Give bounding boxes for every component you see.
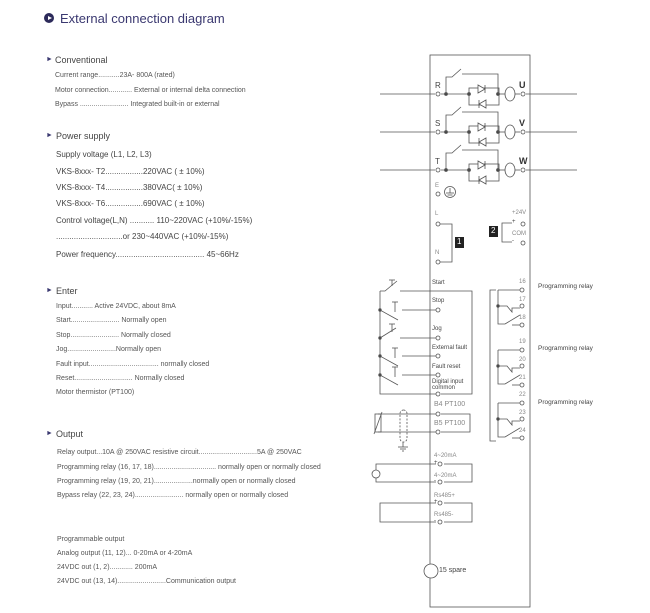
relay-label: Programming relay [538, 283, 593, 290]
spec-line: Bypass ......................... Integra… [55, 101, 220, 108]
terminal-label-out: U [519, 80, 526, 90]
relay-terminal-label: 18 [519, 315, 526, 321]
spec-line: Jog.........................Normally ope… [56, 346, 162, 353]
spec-line: Motor thermistor (PT100) [56, 389, 135, 396]
thermistor-icon [374, 413, 382, 433]
spec-line: Programming relay (16, 17, 18)..........… [57, 464, 321, 471]
relay-terminal-label: 23 [519, 410, 526, 416]
pt100-circuit [373, 409, 471, 452]
spare-terminal [423, 563, 439, 579]
arrow-bullet-icon: ► [46, 430, 53, 437]
relay-label: Programming relay [538, 345, 593, 352]
terminal-label: E [435, 183, 440, 189]
arrow-bullet-icon: ► [46, 287, 53, 294]
phase-t [380, 144, 577, 185]
terminal-label-out: W [519, 156, 528, 166]
spec-line: VKS-8xxx- T4.................380VAC( ± 1… [56, 183, 203, 192]
spec-line: Control voltage(L,N) ........... 110~220… [56, 216, 253, 225]
terminal-label-in: T [435, 157, 440, 166]
badge-1: 1 [457, 237, 462, 246]
terminal-label-in: R [435, 81, 441, 90]
spec-line: ..............................or 230~440… [56, 232, 229, 241]
spec-line: VKS-8xxx- T6.................690VAC ( ± … [56, 199, 205, 208]
relay-terminal-label: 16 [519, 279, 526, 285]
rs485-circuit [379, 500, 473, 525]
spec-line: Supply voltage (L1, L2, L3) [56, 150, 152, 159]
analog-label: 4~20mA [434, 473, 457, 479]
spec-line: Input........... Active 24VDC, about 8mA [56, 303, 176, 310]
input-label: common [432, 385, 456, 391]
terminal-label: - [434, 518, 436, 524]
spec-line: Reset.............................. Norm… [56, 375, 185, 382]
starter-box [429, 54, 531, 608]
spec-line: Start......................... Normally … [56, 317, 167, 324]
terminal-label-in: S [435, 119, 441, 128]
input-label: Fault reset [432, 364, 461, 370]
spec-line: Programmable output [57, 536, 125, 543]
arrow-bullet-icon: ► [46, 56, 53, 63]
relay-terminal-label: 21 [519, 375, 526, 381]
relay-terminal-label: 20 [519, 357, 526, 363]
spec-line: Relay output...10A @ 250VAC resistive ci… [57, 449, 302, 456]
rs485-label: Rs485+ [434, 493, 455, 499]
control-circuit [435, 186, 526, 265]
input-circuit [378, 279, 473, 397]
rs485-label: Rs485- [434, 512, 454, 518]
terminal-label: N [435, 250, 440, 256]
terminal-label: - [512, 238, 514, 244]
terminal-label: + [434, 460, 438, 466]
analog-label: 4~20mA [434, 453, 457, 459]
terminal-label: L [435, 211, 439, 217]
play-bullet-icon [44, 13, 54, 23]
spec-line: Motor connection............ External or… [55, 87, 246, 94]
terminal-label: - [434, 478, 436, 484]
input-label: Jog [432, 326, 442, 332]
section-conventional: Conventional [55, 55, 108, 65]
spec-line: Programming relay (19, 20, 21)..........… [57, 478, 296, 485]
pt100-label: B4 PT100 [434, 401, 466, 408]
power-circuit [380, 68, 577, 185]
badge-2: 2 [491, 226, 496, 235]
spare-label: 15 spare [439, 567, 467, 574]
spec-line: Current range...........23A- 800A (rated… [55, 72, 175, 79]
relay-terminal-label: 19 [519, 339, 526, 345]
terminal-label: COM [512, 231, 526, 237]
relay-label: Programming relay [538, 399, 593, 406]
spec-line: Analog output (11, 12)... 0-20mA or 4-20… [57, 550, 193, 557]
spec-line: VKS-8xxx- T2.................220VAC ( ± … [56, 167, 205, 176]
terminal-label-out: V [519, 118, 526, 128]
phase-s [380, 106, 577, 147]
spec-line: Stop......................... Normally c… [56, 332, 171, 339]
relay-terminal-label: 24 [519, 428, 526, 434]
input-label: Digital input [432, 379, 464, 385]
section-output: Output [56, 429, 84, 439]
input-label: Stop [432, 298, 445, 304]
relay-terminal-label: 22 [519, 392, 526, 398]
shield-icon [399, 409, 408, 443]
input-label: External fault [432, 345, 468, 351]
arrow-bullet-icon: ► [46, 132, 53, 139]
pt100-label: B5 PT100 [434, 420, 466, 427]
terminal-label: +24V [512, 210, 527, 216]
page-title: External connection diagram [60, 11, 225, 26]
spec-line: Power frequency.........................… [56, 250, 239, 259]
relay-terminal-label: 17 [519, 297, 526, 303]
spec-line: 24VDC out (1, 2)............ 200mA [57, 564, 157, 571]
phase-r [380, 68, 577, 109]
terminal-label: + [512, 219, 516, 225]
spec-line: Fault input.............................… [56, 361, 210, 368]
spec-line: Bypass relay (22, 23, 24)...............… [57, 492, 289, 499]
relay-circuit [489, 287, 525, 442]
spec-line: 24VDC out (13, 14)......................… [57, 578, 236, 585]
input-label: Start [432, 280, 445, 286]
terminal-label: + [434, 499, 438, 505]
analog-output-circuit [371, 461, 473, 485]
section-enter: Enter [56, 286, 78, 296]
section-power-supply: Power supply [56, 131, 111, 141]
earth-icon [444, 186, 456, 198]
meter-icon [371, 469, 381, 479]
